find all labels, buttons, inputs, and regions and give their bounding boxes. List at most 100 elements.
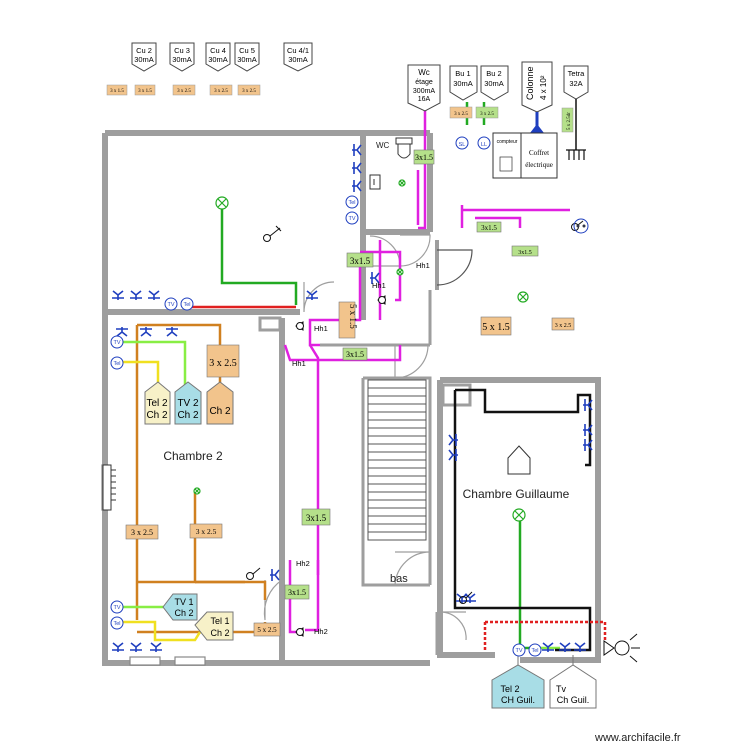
- room-chambre2: Chambre 2: [163, 449, 223, 463]
- tag-wc-line1: Wc: [418, 68, 430, 77]
- tv-guil-line2: Ch Guil.: [557, 695, 590, 705]
- tag-tel1-ch2: Tel 1 Ch 2: [194, 611, 234, 641]
- power-outlet-icon: [116, 327, 128, 337]
- ceiling-light-icon: [517, 291, 529, 303]
- switch-icon: [459, 591, 473, 604]
- chip-c2: 3 x 1.5: [138, 89, 152, 94]
- sl-label: SL: [459, 142, 466, 148]
- power-outlet-icon: [130, 290, 142, 300]
- sink-icon: [369, 174, 381, 190]
- cable-hall-low: 3x1.5: [288, 588, 306, 597]
- power-outlet-icon: [112, 290, 124, 300]
- compteur-label: compteur: [497, 139, 518, 145]
- switch-label-hh1-d: Hh1: [292, 359, 306, 368]
- chip-c4: 3 x 2.5: [214, 89, 228, 94]
- power-outlet-icon: [166, 327, 178, 337]
- power-outlet-icon: [448, 434, 458, 446]
- supply-lines: [530, 99, 586, 160]
- cable-hall-mid: 3x1.5: [346, 350, 364, 359]
- chip-bu1: 3 x 2.5: [454, 112, 468, 117]
- cable-ch2-top: 3 x 2.5: [209, 358, 237, 369]
- switch-icon: [263, 225, 282, 242]
- wiring-orange: [135, 323, 267, 634]
- tel1-ch2-line1: Tel 1: [210, 616, 229, 626]
- breaker-tag-line1: Cu 4/1: [287, 46, 309, 55]
- breaker-tag-line2: 30mA: [208, 55, 228, 64]
- room-chambre-guillaume: Chambre Guillaume: [463, 487, 570, 501]
- tel2-guil-line1: Tel 2: [500, 684, 519, 694]
- appliance-ll: LL: [477, 136, 491, 150]
- switch-label-hh2-b: Hh2: [314, 627, 328, 636]
- tag-tel2-guil: Tel 2 CH Guil.: [491, 664, 545, 709]
- power-outlet-icon: [583, 424, 593, 436]
- tel1-ch2-line2: Ch 2: [210, 628, 229, 638]
- chip-c5: 3 x 2.5: [242, 89, 256, 94]
- power-outlets: [112, 144, 593, 652]
- wall-lamps: [294, 295, 640, 663]
- cable-ch2-left: 3 x 2.5: [131, 528, 153, 537]
- room-bas: bas: [390, 573, 408, 585]
- tag-tv-guil: Tv Ch Guil.: [549, 664, 597, 709]
- power-outlet-icon: [370, 272, 380, 284]
- coffret-line2: électrique: [525, 161, 553, 169]
- power-outlet-icon: [148, 290, 160, 300]
- tag-tv2-ch2: TV 2 Ch 2: [174, 381, 202, 425]
- colonne-tag: Colonne 4 x 10²: [521, 61, 553, 113]
- cable-labels: 3x1.5 3x1.5 5 x 1.5 3x1.5 3x1.5 3x1.5 3x…: [125, 149, 575, 637]
- wall-lamp-icon: [376, 295, 386, 305]
- chip-bu2: 3 x 2.5: [480, 112, 494, 117]
- tel-socket-label-2: Tel: [113, 621, 120, 627]
- colonne-line1: Colonne: [525, 66, 535, 100]
- colonne-line2: 4 x 10²: [539, 75, 548, 100]
- ceiling-lights: [193, 179, 529, 522]
- tv1-ch2-line2: Ch 2: [174, 608, 193, 618]
- power-outlet-icon: [352, 162, 362, 174]
- power-outlet-icon: [559, 642, 571, 652]
- tag-wc-line2: étage: [415, 79, 433, 86]
- power-outlet-icon: [306, 290, 318, 300]
- tv2-ch2-line1: TV 2: [177, 398, 199, 409]
- tv-socket-label-4: TV: [348, 216, 355, 222]
- toilet-icon: [395, 137, 413, 159]
- tel2-guil-line2: CH Guil.: [501, 695, 535, 705]
- tag-wc-line3: 300mA: [413, 88, 436, 95]
- power-outlet-icon: [352, 180, 362, 192]
- appliance-sl: SL: [455, 136, 469, 150]
- power-outlet-icon: [583, 399, 593, 411]
- cable-hall-long: 3x1.5: [306, 513, 327, 523]
- breaker-tag-line2: 30mA: [172, 55, 192, 64]
- house-icon: [507, 445, 531, 475]
- misc-symbols: [102, 137, 589, 511]
- power-outlet-icon: [448, 449, 458, 461]
- staircase: [367, 379, 427, 541]
- tel-socket-label-5: Tel: [531, 648, 538, 654]
- breaker-tag-line1: Cu 3: [174, 46, 190, 55]
- wiring-green: [220, 102, 560, 650]
- breaker-tag-line2: 30mA: [134, 55, 154, 64]
- ceiling-light-icon: [398, 179, 406, 187]
- ch2-line1: Ch 2: [209, 406, 231, 417]
- breaker-tag-line2: 30mA: [288, 55, 308, 64]
- electrical-panel: Coffret électrique: [520, 132, 558, 179]
- ground-icon: [566, 149, 586, 160]
- power-outlet-icon: [583, 439, 593, 451]
- cable-ch2-bottom: 5 x 2.5: [257, 626, 277, 634]
- ceiling-light-icon: [193, 487, 201, 495]
- tel2-ch2-line2: Ch 2: [146, 410, 168, 421]
- power-outlet-icon: [140, 327, 152, 337]
- wall-lamp-icon: [603, 633, 640, 663]
- power-outlet-icon: [150, 642, 162, 652]
- power-outlet-icon: [112, 642, 124, 652]
- cable-right-small: 3 x 2.5: [555, 323, 572, 329]
- tag-tel2-ch2: Tel 2 Ch 2: [144, 381, 171, 425]
- switch-label-hh2-a: Hh2: [296, 559, 310, 568]
- outlet-tags: Tel 2 Ch 2 TV 2 Ch 2 Ch 2 TV 1 Ch 2 Tel …: [144, 381, 597, 709]
- switches: [246, 220, 584, 604]
- switch-label-hh1-b: Hh1: [372, 281, 386, 290]
- power-outlet-icon: [130, 642, 142, 652]
- tag-ch2: Ch 2: [206, 381, 234, 425]
